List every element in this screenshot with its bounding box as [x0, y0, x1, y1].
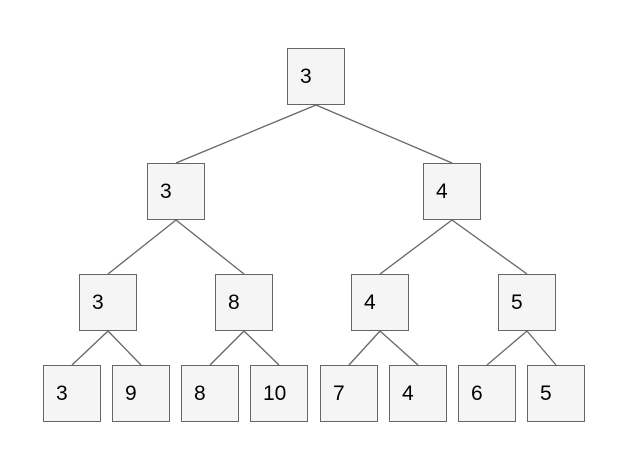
tree-edge: [348, 330, 381, 366]
tree-edge: [71, 330, 109, 366]
tree-edge: [315, 104, 453, 164]
tree-node-label: 8: [228, 291, 240, 314]
tree-node-n10: 10: [250, 365, 308, 422]
tree-node-label: 4: [364, 291, 376, 314]
tree-node-label: 3: [92, 291, 104, 314]
tree-edge: [379, 219, 453, 275]
tree-edge: [107, 219, 177, 275]
tree-node-label: 3: [300, 65, 312, 88]
tree-node-label: 4: [402, 382, 414, 405]
tree-node-n5: 4: [351, 274, 409, 331]
tree-node-label: 10: [263, 382, 287, 405]
tree-node-label: 5: [540, 382, 552, 405]
tree-node-n9: 8: [181, 365, 239, 422]
tree-edge: [451, 219, 528, 275]
tree-node-label: 8: [194, 382, 206, 405]
tree-node-label: 3: [56, 382, 68, 405]
tree-node-n8: 9: [112, 365, 170, 422]
tree-edge: [486, 330, 528, 366]
tree-edge: [526, 330, 557, 366]
tree-edge: [379, 330, 419, 366]
tree-edge: [175, 104, 317, 164]
tree-node-n0: 3: [287, 48, 345, 105]
tree-node-n11: 7: [320, 365, 378, 422]
tree-node-n14: 5: [527, 365, 585, 422]
tree-node-n3: 3: [79, 274, 137, 331]
tree-node-label: 6: [471, 382, 483, 405]
tree-node-n2: 4: [423, 163, 481, 220]
tree-node-n12: 4: [389, 365, 447, 422]
tree-edge: [107, 330, 142, 366]
tree-node-label: 9: [125, 382, 137, 405]
tree-edge: [243, 330, 280, 366]
tree-node-label: 5: [511, 291, 523, 314]
tree-edge: [209, 330, 245, 366]
tree-node-label: 4: [436, 180, 448, 203]
tree-node-n13: 6: [458, 365, 516, 422]
tree-edge: [175, 219, 245, 275]
tree-node-n6: 5: [498, 274, 556, 331]
tree-node-label: 7: [333, 382, 345, 405]
tree-node-label: 3: [160, 180, 172, 203]
tree-node-n7: 3: [43, 365, 101, 422]
tree-node-n1: 3: [147, 163, 205, 220]
tree-node-n4: 8: [215, 274, 273, 331]
